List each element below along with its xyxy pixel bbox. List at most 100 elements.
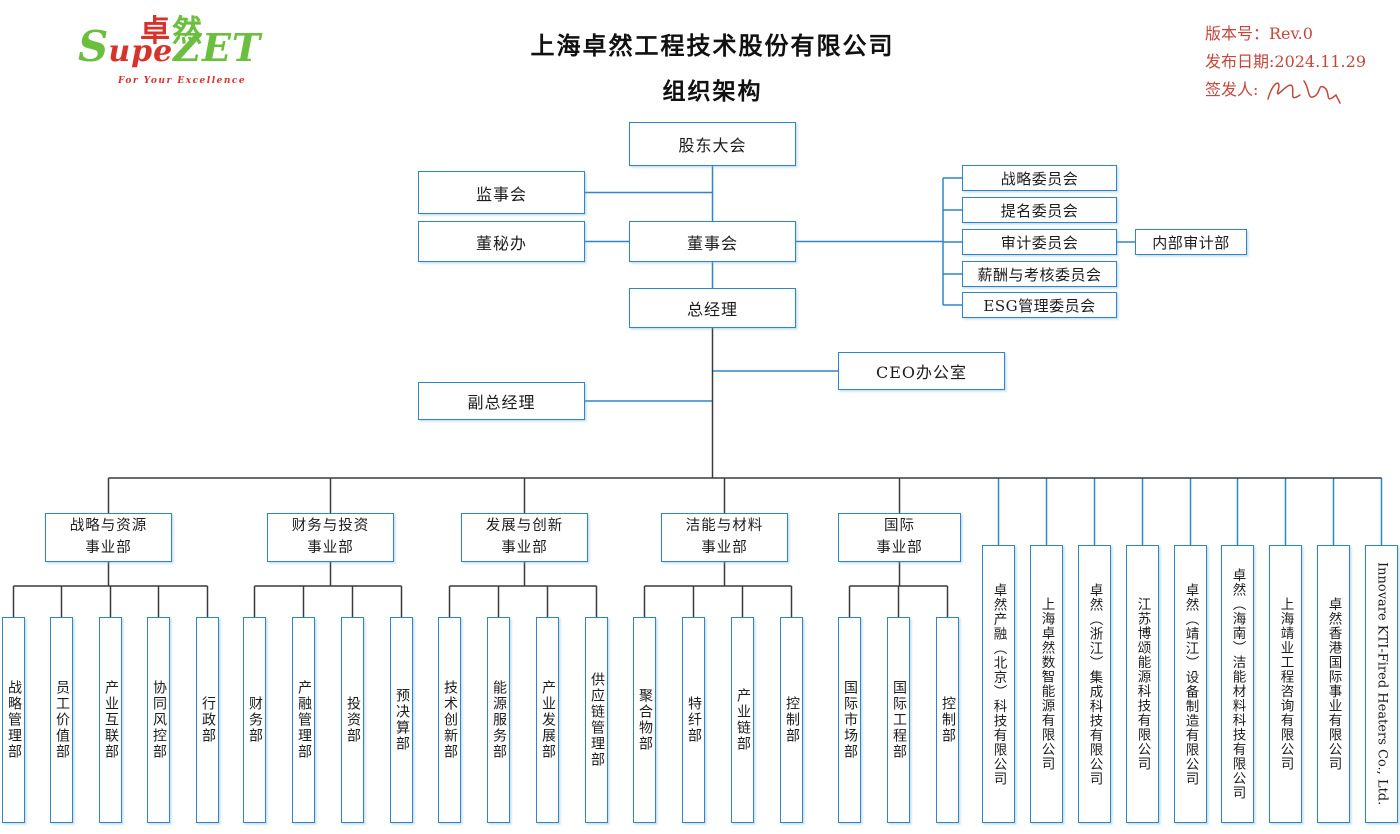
dept-label: 控制部 (940, 696, 956, 744)
division-strategy-resources: 战略与资源 事业部 (45, 513, 172, 562)
node-label: 审计委员会 (1000, 233, 1079, 252)
dept-administration: 行政部 (196, 617, 219, 823)
logo-wordmark: SupeZET (78, 26, 261, 68)
dept-label: 产业发展部 (540, 680, 556, 760)
node-internal-audit-dept: 内部审计部 (1135, 229, 1247, 255)
node-label: 股东大会 (678, 136, 747, 155)
division-label-line2: 事业部 (307, 539, 354, 556)
logo-letters-zet: ZET (173, 25, 262, 70)
subsidiary-label: 卓然香港国际事业有限公司 (1325, 597, 1342, 771)
dept-label: 聚合物部 (637, 688, 653, 752)
subsidiary-label: 上海靖业工程咨询有限公司 (1277, 597, 1294, 771)
dept-label: 国际市场部 (842, 680, 858, 760)
issuer-label: 签发人: (1205, 80, 1259, 99)
node-label: 副总经理 (467, 393, 536, 412)
dept-energy-services: 能源服务部 (487, 617, 510, 823)
logo-letters-upe: upe (108, 34, 174, 69)
dept-label: 控制部 (784, 696, 800, 744)
black-connectors (12, 328, 1382, 617)
dept-industry-chain: 产业链部 (731, 617, 754, 823)
dept-collaborative-risk-control: 协同风控部 (147, 617, 170, 823)
dept-label: 预决算部 (394, 688, 410, 752)
subsidiary-label: 卓然（靖江）设备制造有限公司 (1182, 582, 1199, 786)
node-label: 董事会 (686, 233, 738, 253)
subsidiary-label: Innovare KTI-Fired Heaters Co., Ltd. (1374, 562, 1390, 806)
dept-label: 行政部 (200, 696, 216, 744)
dept-label: 投资部 (345, 696, 361, 744)
node-board-secretary-office: 董秘办 (418, 221, 585, 262)
node-audit-committee: 审计委员会 (962, 229, 1117, 255)
issuer-row: 签发人: (1205, 76, 1366, 104)
node-board-of-directors: 董事会 (629, 221, 796, 262)
page-title: 上海卓然工程技术股份有限公司 组织架构 (400, 26, 1025, 106)
logo-letter-s: S (78, 22, 109, 71)
dept-control-international: 控制部 (936, 617, 959, 823)
dept-label: 员工价值部 (54, 680, 70, 760)
dept-budget-final-accounts: 预决算部 (390, 617, 413, 823)
dept-employee-value: 员工价值部 (50, 617, 73, 823)
logo-tagline: For Your Excellence (118, 76, 247, 86)
subsidiary-zhuoran-hongkong-international: 卓然香港国际事业有限公司 (1317, 545, 1350, 823)
division-label-line1: 国际 (884, 518, 915, 535)
node-strategy-committee: 战略委员会 (962, 165, 1117, 191)
division-cleanenergy-materials: 洁能与材料 事业部 (661, 513, 788, 562)
company-name-title: 上海卓然工程技术股份有限公司 (530, 31, 895, 60)
node-supervisory-board: 监事会 (418, 171, 585, 214)
node-label: 战略委员会 (1000, 169, 1079, 188)
subsidiary-zhuoran-chanrong-beijing: 卓然产融（北京）科技有限公司 (982, 545, 1015, 823)
division-label-line1: 财务与投资 (291, 518, 370, 535)
division-label-line2: 事业部 (501, 539, 548, 556)
logo-cjk-text: 卓然 (140, 6, 204, 50)
division-finance-investment: 财务与投资 事业部 (267, 513, 394, 562)
node-shareholders-meeting: 股东大会 (629, 122, 796, 166)
division-label-line1: 发展与创新 (485, 518, 564, 535)
dept-label: 战略管理部 (6, 680, 22, 760)
dept-label: 能源服务部 (491, 680, 507, 760)
node-label: 提名委员会 (1000, 201, 1079, 220)
company-logo: 卓然 SupeZET For Your Excellence (78, 6, 278, 98)
dept-polymer: 聚合物部 (633, 617, 656, 823)
version-number: 版本号：Rev.0 (1205, 24, 1313, 43)
logo-cjk-char2: 然 (172, 14, 204, 49)
dept-supply-chain-management: 供应链管理部 (585, 617, 608, 823)
dept-finance: 财务部 (243, 617, 266, 823)
logo-cjk-char1: 卓 (140, 14, 172, 49)
dept-special-fiber: 特纤部 (682, 617, 705, 823)
subsidiary-label: 江苏博颂能源科技有限公司 (1134, 597, 1151, 771)
dept-label: 产业互联部 (103, 680, 119, 760)
dept-investment: 投资部 (341, 617, 364, 823)
node-general-manager: 总经理 (629, 288, 796, 328)
node-label: 监事会 (475, 184, 527, 204)
dept-strategy-management: 战略管理部 (2, 617, 25, 823)
subsidiary-label: 卓然（海南）洁能材料科技有限公司 (1229, 568, 1246, 800)
subsidiary-zhuoran-hainan-cleanenergy-materials: 卓然（海南）洁能材料科技有限公司 (1221, 545, 1254, 823)
subsidiary-shanghai-zhuoran-shuzhi-energy: 上海卓然数智能源有限公司 (1030, 545, 1063, 823)
subsidiary-zhuoran-jingjiang-equipment: 卓然（靖江）设备制造有限公司 (1174, 545, 1207, 823)
subsidiary-jiangsu-bosong-energy: 江苏博颂能源科技有限公司 (1126, 545, 1159, 823)
dept-industry-internet: 产业互联部 (99, 617, 122, 823)
node-label: ESG管理委员会 (983, 296, 1096, 315)
dept-control-cleanenergy: 控制部 (780, 617, 803, 823)
dept-label: 产业链部 (735, 688, 751, 752)
issuer-signature (1267, 80, 1342, 104)
subsidiary-label: 卓然产融（北京）科技有限公司 (990, 582, 1007, 786)
division-label-line2: 事业部 (876, 539, 923, 556)
division-label-line1: 战略与资源 (69, 518, 148, 535)
release-date: 发布日期:2024.11.29 (1205, 52, 1367, 71)
node-esg-committee: ESG管理委员会 (962, 292, 1117, 318)
dept-label: 产融管理部 (296, 680, 312, 760)
node-label: 总经理 (686, 300, 738, 319)
dept-international-engineering: 国际工程部 (887, 617, 910, 823)
node-label: 薪酬与考核委员会 (977, 265, 1102, 284)
dept-technology-innovation: 技术创新部 (438, 617, 461, 823)
document-meta: 版本号：Rev.0 发布日期:2024.11.29 签发人: (1205, 20, 1366, 104)
node-label: CEO办公室 (875, 363, 968, 382)
dept-label: 特纤部 (686, 696, 702, 744)
dept-label: 供应链管理部 (589, 672, 605, 768)
node-compensation-committee: 薪酬与考核委员会 (962, 261, 1117, 287)
subsidiary-zhuoran-zhejiang-integration: 卓然（浙江）集成科技有限公司 (1078, 545, 1111, 823)
blue-connectors (585, 166, 1383, 545)
node-ceo-office: CEO办公室 (838, 352, 1005, 390)
dept-industry-finance-management: 产融管理部 (292, 617, 315, 823)
